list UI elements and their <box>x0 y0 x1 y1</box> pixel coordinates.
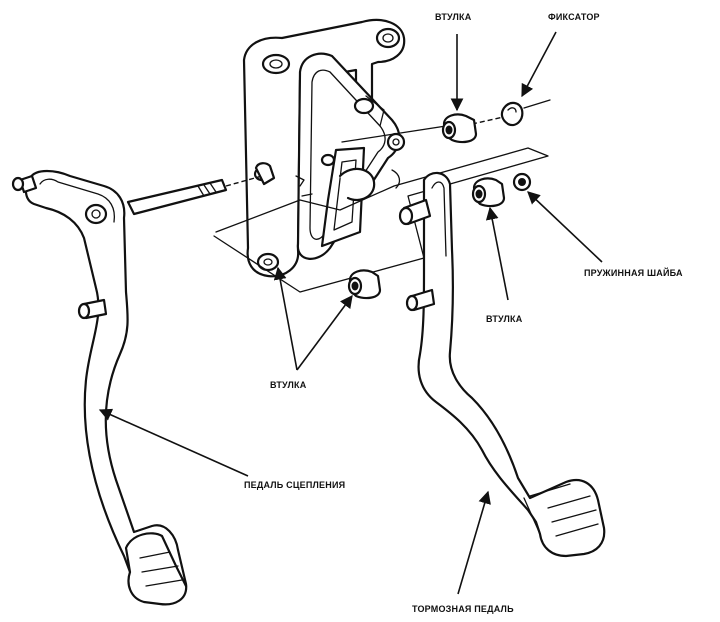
label-retainer: ФИКСАТОР <box>548 12 600 22</box>
bushing-right-part <box>471 177 506 208</box>
labels: ВТУЛКА ФИКСАТОР ПРУЖИННАЯ ШАЙБА ВТУЛКА В… <box>244 12 683 614</box>
label-bushing-top: ВТУЛКА <box>435 12 472 22</box>
label-bushing-right: ВТУЛКА <box>486 314 523 324</box>
retainer-part <box>500 101 524 127</box>
pivot-shaft <box>126 99 551 216</box>
brake-pedal <box>398 171 606 558</box>
label-brake-pedal: ТОРМОЗНАЯ ПЕДАЛЬ <box>412 604 514 614</box>
leader-lines <box>98 31 603 595</box>
clutch-pedal <box>11 169 188 606</box>
label-clutch-pedal: ПЕДАЛЬ СЦЕПЛЕНИЯ <box>244 480 345 490</box>
bushing-center-part <box>347 269 382 300</box>
spring-washer-part <box>512 172 532 192</box>
label-spring-washer: ПРУЖИННАЯ ШАЙБА <box>584 267 683 278</box>
bushing-top-part <box>441 113 478 144</box>
pedal-bracket <box>213 18 549 293</box>
bracket-stud-left <box>254 162 276 186</box>
label-bushing-center: ВТУЛКА <box>270 380 307 390</box>
